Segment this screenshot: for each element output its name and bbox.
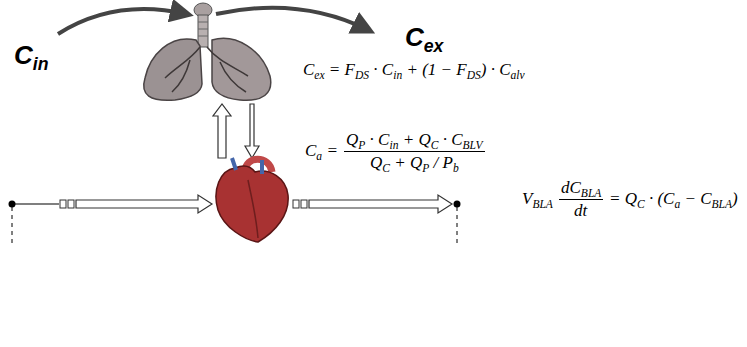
subscript: P [358,139,365,152]
down-arrow [245,104,259,158]
subscript: in [389,139,398,152]
fraction-denominator: QC + QP / Pb [370,153,459,175]
derivative-denominator: dt [574,201,587,221]
fraction-bar [344,151,485,152]
subscript: BLA [532,198,553,211]
heart-picture [216,158,288,242]
subscript: DS [467,69,481,82]
volume-symbol: VBLA [522,189,553,211]
subscript: a [316,150,322,163]
inhaled-concentration: Cin [14,40,49,73]
circulation-line [9,195,461,245]
fraction-bar [559,199,603,200]
subscript: C [382,162,390,175]
subscript: C [637,198,645,211]
inhale-arrow [58,9,186,34]
subscript: P [422,162,429,175]
subscript: C [431,139,439,152]
subscript: b [453,162,459,175]
subscript: in [393,69,402,82]
exhaled-concentration: Cex [405,22,443,55]
derivative-numerator: dCBLA [561,178,601,200]
exhale-arrow [216,8,368,30]
subscript: ex [424,36,444,56]
lungs-picture [144,3,271,100]
arterial-symbol: Ca = [305,141,338,163]
subscript: DS [355,69,369,82]
exhaled-equation: Cex = FDS · Cin + (1 − FDS) · Calv [303,60,525,82]
up-arrow [213,104,231,158]
subscript: alv [511,69,525,82]
mass-balance-rhs: = QC · (Ca − CBLA) [609,189,738,211]
fraction-numerator: QP · Cin + QC · CBLV [346,130,483,152]
subscript: BLV [462,139,482,152]
subscript: BLA [581,187,602,200]
subscript: in [33,54,49,74]
subscript: BLA [712,198,733,211]
subscript: a [674,198,680,211]
subscript: ex [314,69,324,82]
